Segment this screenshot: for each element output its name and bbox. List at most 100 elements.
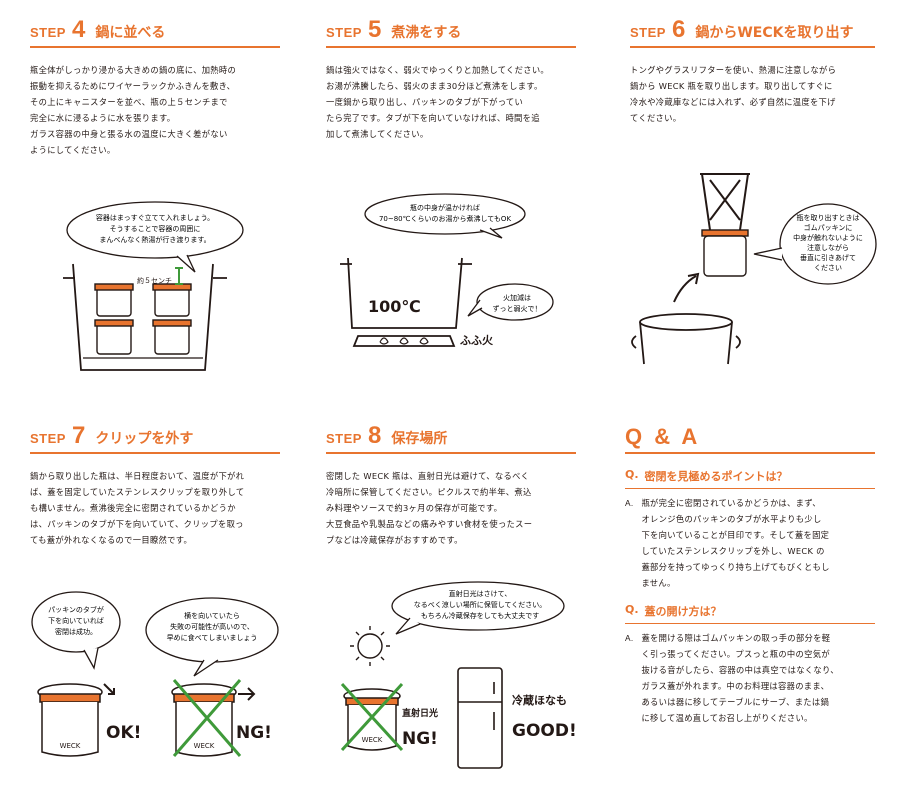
cross-mark-icon (172, 679, 242, 757)
step8-jar-label: WECK (362, 736, 383, 744)
step6-bubble-line1: 瓶を取り出すときは (797, 213, 860, 222)
step5-speech-bubble-right: 火加減は ずっと弱火で！ (467, 283, 554, 321)
step8-bubble-line3: もちろん冷蔵保存をしても大丈夫です (421, 611, 539, 620)
step7-speech-bubble-left: パッキンのタブが 下を向いていれば 密閉は成功。 (31, 591, 121, 670)
step6-body: トングやグラスリフターを使い、熱湯に注意しながら 鍋から WECK 瓶を取り出し… (630, 65, 837, 123)
step8-body: 密閉した WECK 瓶は、直射日光は避けて、なるべく 冷暗所に保管してください。… (326, 471, 533, 545)
step4-speech-bubble: 容器はまっすぐ立てて入れましょう。 そうすることで容器の周囲に まんべんなく熱湯… (66, 201, 244, 273)
step4-bubble-line3: まんべんなく熱湯が行き渡ります。 (99, 235, 210, 244)
step7-jar-label-ng: WECK (194, 742, 215, 750)
step5-bubble2-line1: 火加減は (503, 293, 531, 302)
step8-illustration: 直射日光はさけて、 なるべく涼しい場所に保管してください。 もちろん冷蔵保存をし… (340, 581, 577, 769)
qa-question-1: Q. 密閉を見極めるポイントは？ (625, 468, 875, 489)
step8-fridge-label: 冷蔵ほなも (512, 693, 567, 707)
step5-step-number: 5 (367, 16, 382, 43)
step8-bubble-line1: 直射日光はさけて、 (449, 589, 512, 598)
step5-speech-bubble-top: 瓶の中身が温かければ 70~80℃くらいのお湯から煮沸してもOK (364, 193, 526, 239)
step7-illustration: パッキンのタブが 下を向いていれば 密閉は成功。 横を向いていたら 失敗の可能性… (31, 591, 279, 757)
step4-depth-label: 約５センチ (137, 276, 172, 285)
jar-icon: WECK (171, 683, 237, 757)
step7-title: クリップを外す (95, 431, 194, 447)
step8-sun-label: 直射日光 (402, 707, 438, 719)
step6-heading: STEP 6 鍋からWECKを取り出す (630, 18, 875, 48)
depth-marker-icon (175, 267, 183, 285)
step6-step-number: 6 (671, 16, 686, 43)
step8-ng-label: NG! (402, 729, 438, 749)
qa-answer-1-text: 瓶が完全に密閉されているかどうかは、まず、 オレンジ色のパッキンのタブが水平より… (641, 498, 830, 588)
step8-good-label: GOOD! (512, 721, 577, 741)
step5-step-word: STEP (326, 25, 362, 40)
step5-bubble1-line2: 70~80℃くらいのお湯から煮沸してもOK (379, 214, 511, 223)
step6-bubble-line3: 中身が触れないように (793, 233, 863, 242)
step6-speech-bubble: 瓶を取り出すときは ゴムパッキンに 中身が触れないように 注意しながら 垂直に引… (753, 203, 877, 285)
step7-bubble1-line1: パッキンのタブが (48, 605, 104, 614)
pot-icon (63, 263, 227, 371)
jar-icon (94, 283, 192, 355)
step4-step-number: 4 (71, 16, 86, 43)
step5-illustration: 瓶の中身が温かければ 70~80℃くらいのお湯から煮沸してもOK 100℃ ふふ… (340, 193, 554, 347)
step5-temperature: 100℃ (368, 297, 421, 316)
refrigerator-icon (457, 667, 503, 769)
step6-title: 鍋からWECKを取り出す (695, 25, 854, 41)
step7-bubble1-line2: 下を向いていれば (48, 616, 104, 625)
qa-question-2-text: 蓋の開け方は？ (644, 605, 722, 618)
qa-answer-2: A. 蓋を開ける際はゴムパッキンの取っ手の部分を軽 く引っ張ってください。プスっ… (625, 630, 875, 726)
step5-body: 鍋は強火ではなく、弱火でゆっくりと加熱してください。 お湯が沸騰したら、弱火のま… (326, 65, 550, 139)
step4-title: 鍋に並べる (95, 25, 166, 41)
step8-heading: STEP 8 保存場所 (326, 424, 576, 454)
step7-ng-label: NG! (236, 723, 272, 743)
step6-bubble-line4: 注意しながら (807, 243, 849, 252)
step7-bubble2-line3: 早めに食べてしまいましょう (167, 633, 258, 642)
cross-mark-icon (340, 682, 404, 752)
arrow-right-icon (238, 687, 256, 701)
pot-icon (631, 313, 741, 365)
flame-icon (379, 337, 429, 345)
step7-bubble1-line3: 密閉は成功。 (55, 627, 97, 636)
step8-step-word: STEP (326, 431, 362, 446)
qa-q-mark-1: Q. (625, 468, 639, 481)
arrow-up-icon (673, 272, 700, 303)
step6-step-word: STEP (630, 25, 666, 40)
step4-bubble-line2: そうすることで容器の周囲に (110, 224, 201, 233)
qa-question-2: Q. 蓋の開け方は？ (625, 603, 875, 624)
tongs-icon (700, 173, 750, 231)
step7-body: 鍋から取り出した瓶は、半日程度おいて、温度が下がれ ば、蓋を固定していたステンレ… (30, 471, 245, 545)
step8-panel: STEP 8 保存場所 密閉した WECK 瓶は、直射日光は避けて、なるべく 冷… (326, 424, 576, 548)
step8-title: 保存場所 (391, 431, 448, 447)
qa-title: Q & A (625, 424, 875, 454)
step8-step-number: 8 (367, 422, 382, 449)
sun-icon (350, 626, 390, 666)
step6-illustration: 瓶を取り出すときは ゴムパッキンに 中身が触れないように 注意しながら 垂直に引… (631, 173, 877, 365)
step4-heading: STEP 4 鍋に並べる (30, 18, 280, 48)
step5-sound-effect: ふふ火 (460, 334, 494, 347)
step8-speech-bubble: 直射日光はさけて、 なるべく涼しい場所に保管してください。 もちろん冷蔵保存をし… (391, 581, 565, 635)
qa-answer-1: A. 瓶が完全に密閉されているかどうかは、まず、 オレンジ色のパッキンのタブが水… (625, 495, 875, 591)
jar-icon: WECK (343, 688, 401, 751)
qa-answer-2-text: 蓋を開ける際はゴムパッキンの取っ手の部分を軽 く引っ張ってください。プスっと瓶の… (641, 633, 839, 723)
step4-bubble-line1: 容器はまっすぐ立てて入れましょう。 (96, 213, 214, 222)
arrow-down-right-icon (103, 683, 115, 695)
step7-panel: STEP 7 クリップを外す 鍋から取り出した瓶は、半日程度おいて、温度が下がれ… (30, 424, 280, 548)
step4-panel: STEP 4 鍋に並べる 瓶全体がしっかり浸かる大きめの鍋の底に、加熱時の 振動… (30, 18, 280, 158)
step7-speech-bubble-right: 横を向いていたら 失敗の可能性が高いので、 早めに食べてしまいましょう (145, 597, 279, 677)
qa-panel: Q & A Q. 密閉を見極めるポイントは？ A. 瓶が完全に密閉されているかど… (625, 424, 875, 726)
step7-bubble2-line1: 横を向いていたら (184, 611, 240, 620)
qa-a-mark-1: A. (625, 498, 634, 508)
step6-bubble-line5: 垂直に引きあげて (800, 253, 856, 262)
step7-jar-label: WECK (60, 742, 81, 750)
step4-step-word: STEP (30, 25, 66, 40)
pot-icon (340, 257, 472, 347)
step6-bubble-line6: ください (814, 264, 842, 272)
step5-panel: STEP 5 煮沸をする 鍋は強火ではなく、弱火でゆっくりと加熱してください。 … (326, 18, 576, 142)
step5-bubble1-line1: 瓶の中身が温かければ (410, 203, 480, 212)
qa-a-mark-2: A. (625, 633, 634, 643)
step7-step-number: 7 (71, 422, 86, 449)
step5-bubble2-line2: ずっと弱火で！ (493, 304, 542, 313)
step5-heading: STEP 5 煮沸をする (326, 18, 576, 48)
qa-q-mark-2: Q. (625, 603, 639, 616)
step7-heading: STEP 7 クリップを外す (30, 424, 280, 454)
step5-title: 煮沸をする (391, 25, 462, 41)
step7-ok-label: OK! (106, 723, 141, 743)
step6-panel: STEP 6 鍋からWECKを取り出す トングやグラスリフターを使い、熱湯に注意… (630, 18, 875, 126)
step8-bubble-line2: なるべく涼しい場所に保管してください。 (414, 600, 547, 609)
